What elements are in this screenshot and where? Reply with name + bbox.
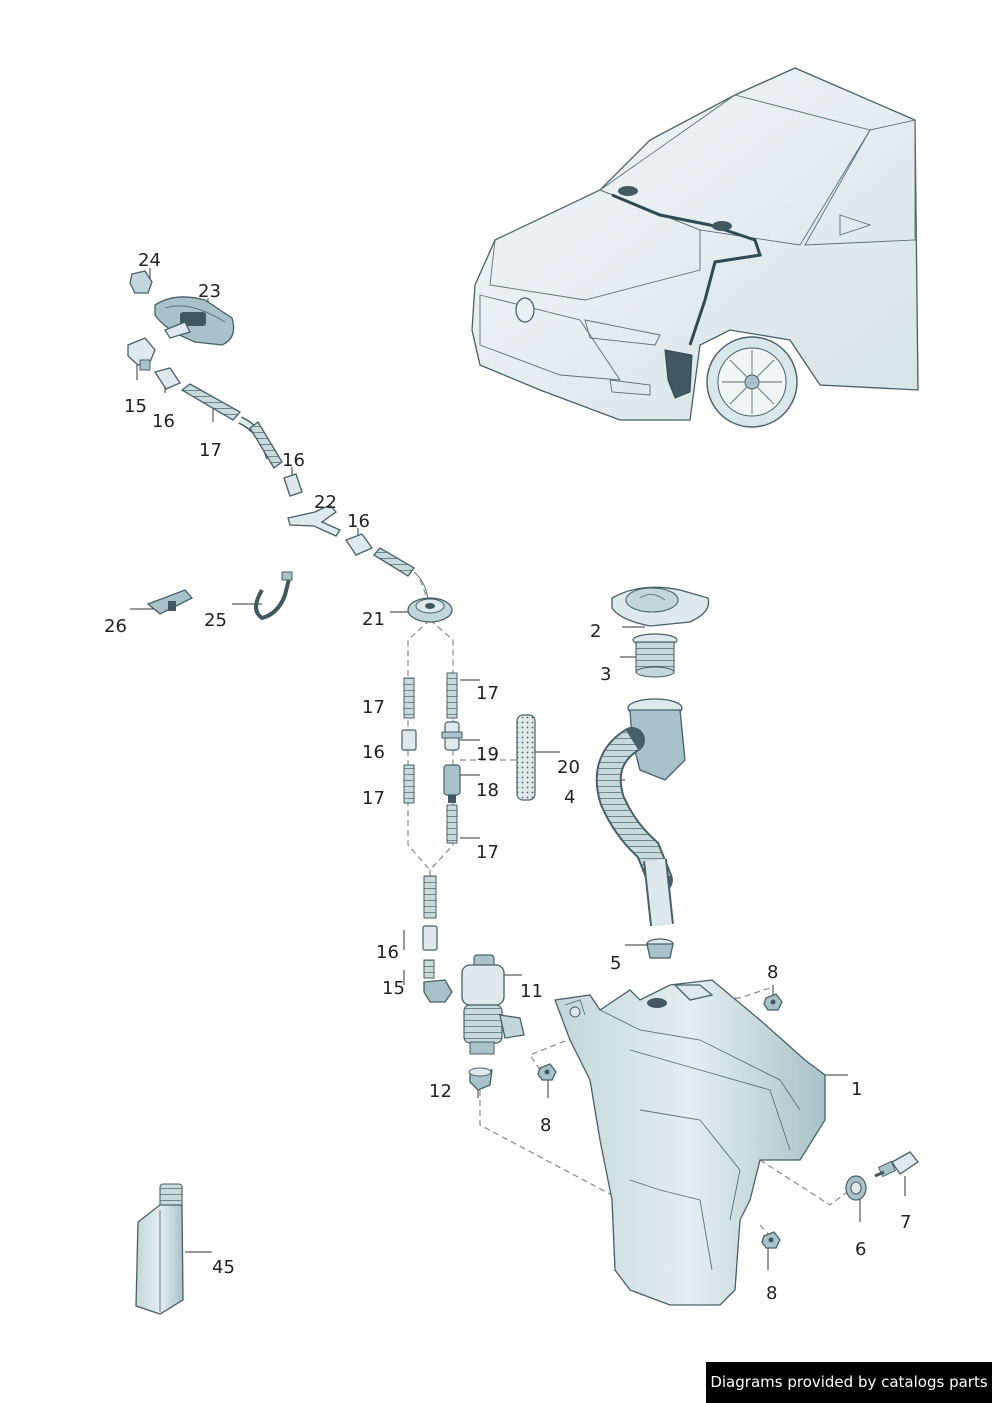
callout-5: 5 (610, 953, 621, 974)
callout-8: 8 (540, 1115, 551, 1136)
hose-sleeve-16-top (153, 367, 181, 390)
hose-line-upper (238, 416, 283, 469)
washer-fluid-bottle-45 (135, 1183, 184, 1315)
protective-sleeve-20 (516, 714, 536, 801)
hose-clip-26 (146, 589, 194, 615)
connector-19 (441, 721, 463, 751)
callout-23: 23 (198, 281, 221, 302)
callout-16: 16 (347, 511, 370, 532)
callout-11: 11 (520, 981, 543, 1002)
callout-20: 20 (557, 757, 580, 778)
callout-17: 17 (476, 683, 499, 704)
corrugated-hose-17-top (180, 383, 242, 421)
callout-17: 17 (362, 697, 385, 718)
callout-labels: 24 23 15 16 17 16 22 16 26 25 21 2 3 17 … (104, 250, 911, 1304)
callout-16: 16 (282, 450, 305, 471)
hose-sleeve-16-pump (422, 925, 438, 951)
callout-21: 21 (362, 609, 385, 630)
pump-grommet-12 (468, 1067, 493, 1091)
hose-17-right-upper (446, 672, 458, 719)
callout-19: 19 (476, 744, 499, 765)
hose-17-left-upper (403, 677, 415, 719)
callout-17: 17 (476, 842, 499, 863)
washer-pump-11 (461, 954, 525, 1055)
grommet-6 (845, 1175, 867, 1201)
hose-17-left-lower (403, 764, 415, 804)
hose-17-lower-pump (423, 875, 437, 919)
callout-7: 7 (900, 1212, 911, 1233)
car-illustration (471, 67, 919, 428)
credit-banner: Diagrams provided by catalogs parts (706, 1362, 992, 1403)
connector-15-top (127, 337, 156, 371)
callout-8: 8 (766, 1283, 777, 1304)
grommet-21 (407, 597, 453, 623)
callout-16: 16 (362, 742, 385, 763)
callout-15: 15 (382, 978, 405, 999)
hose-sleeve-16-mid (283, 473, 303, 497)
callout-45: 45 (212, 1257, 235, 1278)
check-valve-18 (443, 764, 461, 803)
callout-22: 22 (314, 492, 337, 513)
nut-8-top (763, 993, 783, 1011)
filler-neck-4 (595, 698, 686, 927)
y-connector-22 (287, 504, 341, 537)
callout-16: 16 (376, 942, 399, 963)
washer-nozzle-23 (154, 296, 235, 346)
callout-2: 2 (590, 621, 601, 642)
connector-15-pump (423, 959, 453, 1003)
callout-25: 25 (204, 610, 227, 631)
callout-4: 4 (564, 787, 575, 808)
hose-17-right-lower (446, 804, 458, 844)
seal-5 (646, 938, 674, 959)
callout-24: 24 (138, 250, 161, 271)
washer-reservoir-1 (554, 979, 826, 1306)
callout-26: 26 (104, 616, 127, 637)
callout-8: 8 (767, 962, 778, 983)
level-sensor-7 (874, 1151, 919, 1178)
callout-17: 17 (362, 788, 385, 809)
hose-sleeve-16-left (401, 729, 417, 751)
callout-12: 12 (429, 1081, 452, 1102)
cable-tie-25 (254, 571, 293, 621)
corrugated-hose-17-lower (373, 547, 429, 601)
callout-17: 17 (199, 440, 222, 461)
strainer-3 (632, 633, 678, 678)
callout-6: 6 (855, 1239, 866, 1260)
nut-8-left (537, 1063, 557, 1081)
callout-16: 16 (152, 411, 175, 432)
callout-1: 1 (851, 1079, 862, 1100)
callout-3: 3 (600, 664, 611, 685)
callout-15: 15 (124, 396, 147, 417)
callout-18: 18 (476, 780, 499, 801)
nut-8-bottom (761, 1231, 781, 1249)
filler-cap-2 (611, 586, 710, 627)
hose-sleeve-16-lower (345, 533, 373, 556)
nozzle-cap-24 (129, 270, 153, 294)
